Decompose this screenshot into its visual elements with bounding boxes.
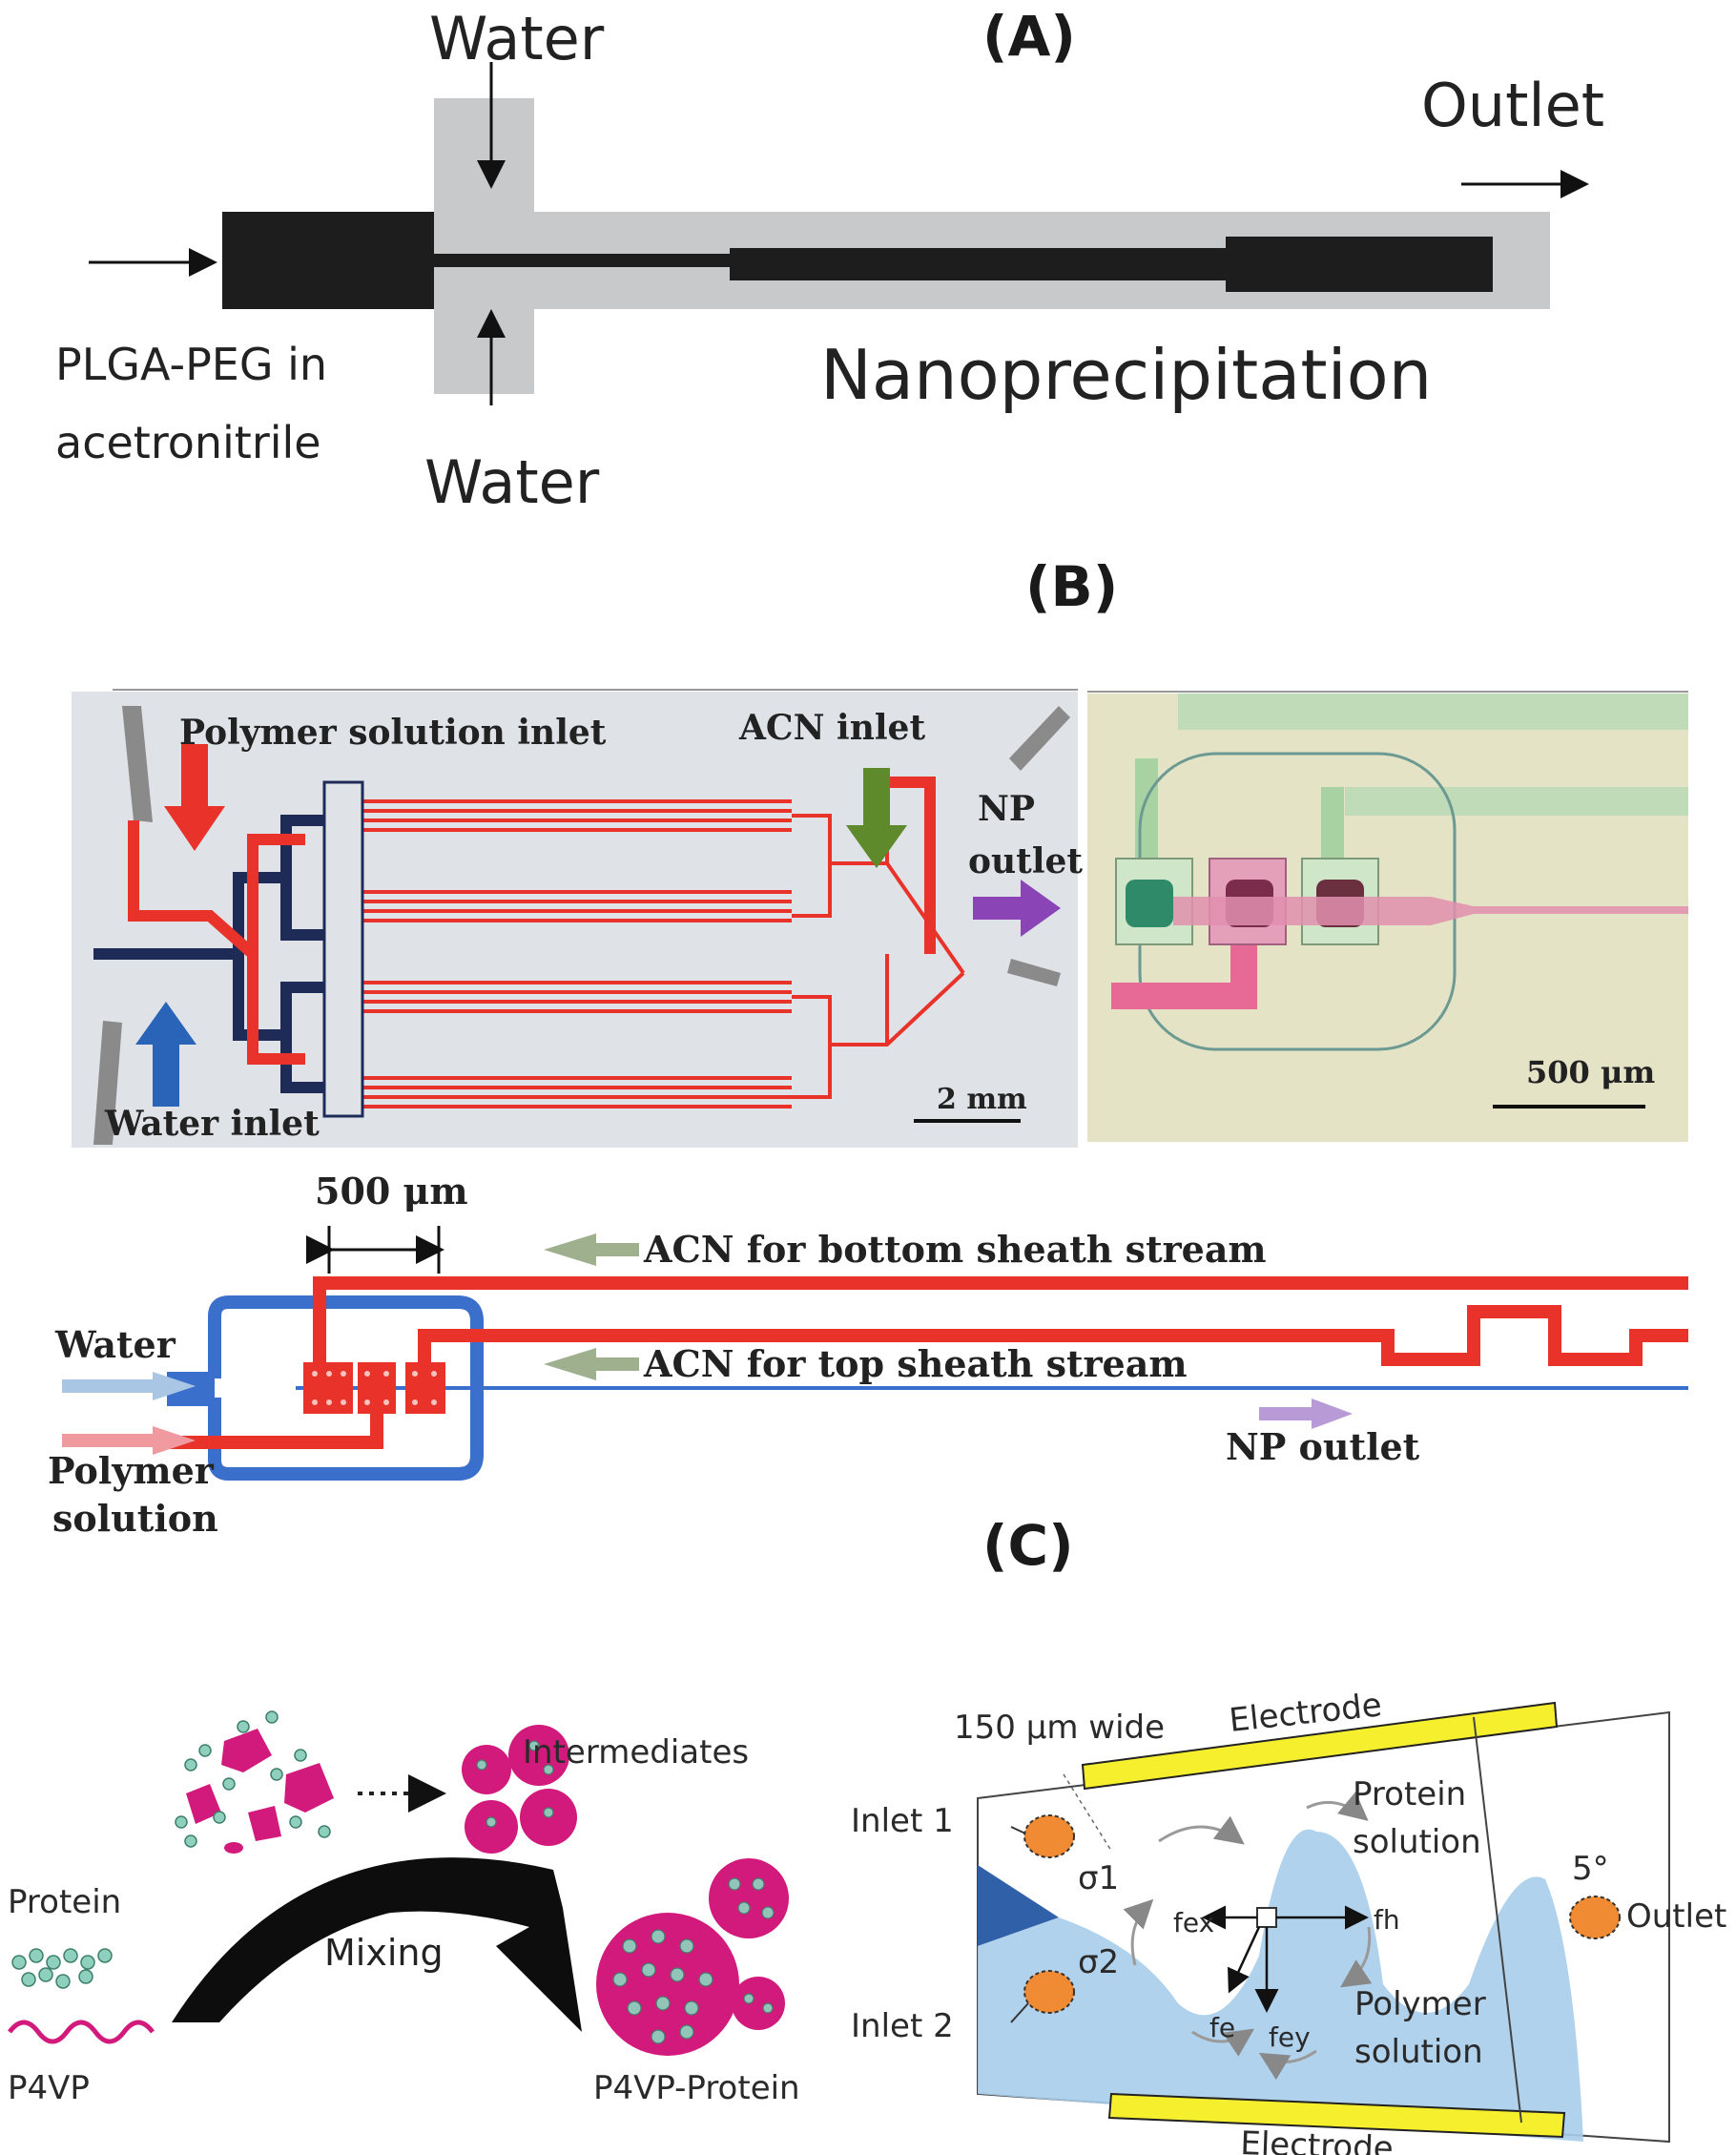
vortex-arrows xyxy=(1123,1792,1373,2081)
polymer-network xyxy=(128,820,305,1065)
polymer-channel xyxy=(162,1412,383,1449)
water-flow-arrow xyxy=(62,1372,196,1400)
water-network xyxy=(93,815,324,1093)
focusing-channel xyxy=(434,254,732,267)
microscope-photo: 500 μm xyxy=(1087,691,1688,1142)
acn-inlet-arrow xyxy=(846,768,907,868)
bottom-electrode-label: Electrode xyxy=(1240,2124,1395,2155)
polymer-label-2: solution xyxy=(52,1497,218,1540)
needle-acn xyxy=(1009,706,1070,771)
fluid-region xyxy=(978,1829,1583,2142)
polymer-inlet-arrow xyxy=(164,744,225,851)
inlet-1-label: Inlet 1 xyxy=(851,1802,954,1840)
acn-top-channel xyxy=(418,1305,1688,1366)
sheath-schematic: 500 μm ACN fo xyxy=(48,1170,1688,1540)
device-photo: Polymer solution inlet ACN inlet NP outl… xyxy=(72,689,1083,1148)
water-top-label: Water xyxy=(429,4,605,73)
acn-top-arrow xyxy=(544,1348,639,1380)
panel-c-label: (C) xyxy=(982,1513,1074,1578)
outlet-port xyxy=(1569,1896,1621,1939)
polymer-label-1: Polymer xyxy=(48,1449,215,1492)
polymer-flow-arrow xyxy=(62,1426,196,1455)
protein-solution-label-1: Protein xyxy=(1353,1775,1466,1813)
needle-polymer xyxy=(122,706,153,822)
angle-arc xyxy=(1473,1716,1522,2124)
panel-a: (A) Water Water Outlet PLGA-PEG in acetr… xyxy=(55,4,1604,517)
acn-bottom-label: ACN for bottom sheath stream xyxy=(643,1228,1267,1271)
inlet-1 xyxy=(1023,1814,1075,1858)
chamber-2 xyxy=(358,1362,396,1414)
schematic-scale-label: 500 μm xyxy=(315,1170,468,1212)
nanoprecipitation-label: Nanoprecipitation xyxy=(820,335,1432,415)
acn-top-label: ACN for top sheath stream xyxy=(643,1342,1188,1385)
panel-b: (B) xyxy=(48,554,1688,1540)
needle-water xyxy=(93,1021,122,1145)
polymer-solution-label-2: solution xyxy=(1354,2033,1483,2071)
f-ex-label: fex xyxy=(1173,1907,1214,1938)
water-inlet-label: Water inlet xyxy=(104,1104,320,1144)
p4vp-label: P4VP xyxy=(8,2069,90,2107)
acn-bottom-arrow xyxy=(544,1233,639,1266)
f-e-label: fe xyxy=(1209,2012,1235,2043)
polymer-inlet-label: Polymer solution inlet xyxy=(179,713,607,753)
panel-c: (C) xyxy=(8,1513,1726,2155)
f-ey-label: fey xyxy=(1269,2021,1311,2053)
panel-b-label: (B) xyxy=(1025,554,1118,619)
mixing-channel xyxy=(730,248,1230,280)
chamber-3 xyxy=(405,1362,445,1414)
acn-inlet-label: ACN inlet xyxy=(738,708,925,748)
water-label: Water xyxy=(54,1323,176,1366)
mixing-arrow-head xyxy=(172,1857,582,2032)
protein-label: Protein xyxy=(8,1883,121,1921)
inlet-label-line1: PLGA-PEG in xyxy=(55,339,327,390)
protein-solution-label-2: solution xyxy=(1353,1823,1481,1861)
inlet-label-line2: acetronitrile xyxy=(55,417,321,468)
sigma1-label: σ1 xyxy=(1078,1859,1119,1897)
scale-500um-photo-label: 500 μm xyxy=(1526,1054,1655,1090)
acn-bottom-channel xyxy=(313,1276,1688,1364)
sigma2-label: σ2 xyxy=(1078,1943,1119,1981)
mixing-label: Mixing xyxy=(324,1932,444,1974)
outlet-channel xyxy=(1226,237,1493,292)
outlet-label: Outlet xyxy=(1421,71,1604,140)
needle-outlet xyxy=(1007,959,1061,986)
inlet-2-label: Inlet 2 xyxy=(851,2007,954,2045)
particle-square xyxy=(1256,1907,1277,1928)
chamber-1 xyxy=(303,1362,353,1414)
product-label: P4VP-Protein xyxy=(593,2069,800,2107)
np-outlet-arrow xyxy=(973,880,1061,937)
np-outlet-flow-arrow xyxy=(1259,1399,1353,1429)
protein-legend xyxy=(11,1948,113,1989)
width-label: 150 μm wide xyxy=(954,1709,1165,1747)
angle-label: 5° xyxy=(1572,1850,1609,1888)
polymer-solution-label-1: Polymer xyxy=(1354,1985,1486,2023)
loose-aggregates xyxy=(186,1729,334,1854)
intermediates-label: Intermediates xyxy=(523,1733,749,1772)
inlet-wedge xyxy=(978,1865,1059,1946)
inlet-channel xyxy=(222,212,434,309)
outlet-label-c: Outlet xyxy=(1626,1897,1726,1936)
f-h-label: fh xyxy=(1374,1904,1400,1936)
electrode-device: 150 μm wide Electrode Electrode Inlet 1 … xyxy=(851,1686,1726,2155)
p4vp-wave xyxy=(8,2020,155,2044)
inlet-2 xyxy=(1023,1970,1075,2014)
water-inlet-arrow xyxy=(135,1002,196,1107)
bottom-electrode xyxy=(1107,2092,1566,2139)
np-outlet-label-2: outlet xyxy=(968,841,1083,881)
np-outlet-label: NP outlet xyxy=(1226,1425,1420,1468)
panel-a-label: (A) xyxy=(982,4,1076,69)
np-outlet-label-1: NP xyxy=(978,789,1035,829)
water-bottom-label: Water xyxy=(424,447,600,517)
free-protein-dots xyxy=(175,1710,331,1848)
scale-2mm-label: 2 mm xyxy=(937,1083,1027,1116)
top-electrode xyxy=(1081,1701,1559,1791)
assembly-diagram: Intermediates Protein Mixing P4VP P4VP-P… xyxy=(8,1710,800,2107)
